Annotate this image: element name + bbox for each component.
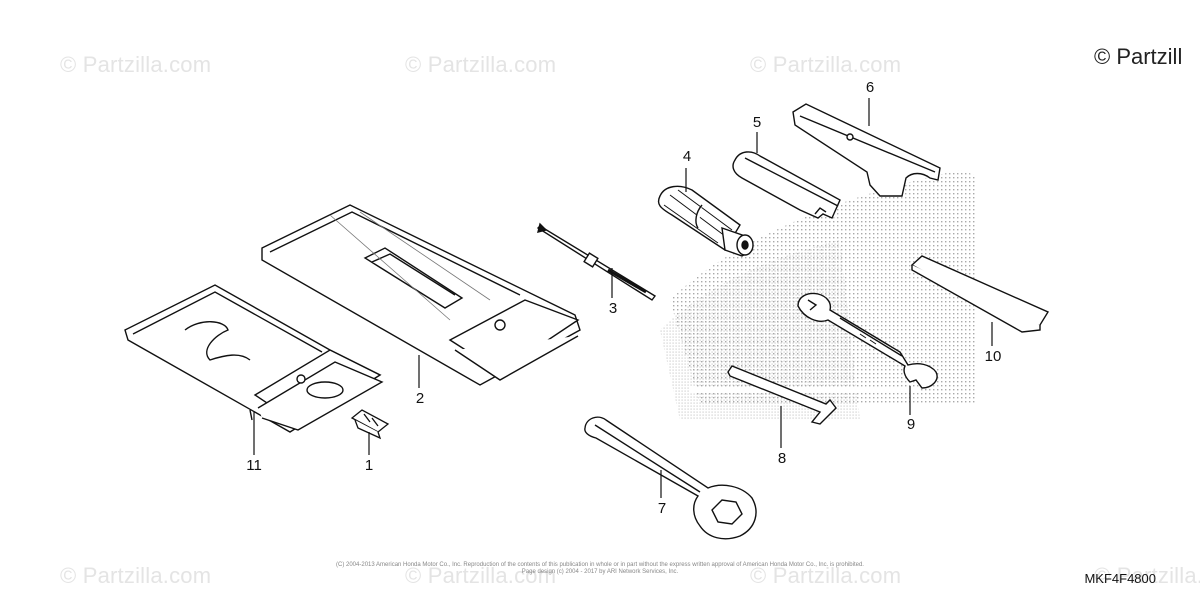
watermark: © Partzilla.com [60,52,212,77]
tool-pouch-icon[interactable] [124,284,384,433]
copyright-line: (C) 2004-2013 American Honda Motor Co., … [336,562,864,568]
tool-bag-icon[interactable] [261,204,581,386]
copyright-line: Page design (c) 2004 - 2017 by ARI Netwo… [521,569,679,575]
leader-lines [253,98,993,498]
callout-3[interactable]: 3 [608,300,618,317]
callout-7[interactable]: 7 [657,500,667,517]
screwdriver-bit-icon[interactable] [536,222,657,301]
diagram-code: MKF4F4800 [1084,571,1156,586]
watermark: © Partzilla.com [60,563,212,588]
spanner-wrench-icon[interactable] [792,103,941,197]
watermark: © Partzilla.com [750,563,902,588]
clip-icon[interactable] [350,409,390,440]
watermark: © Partzilla.com [405,563,557,588]
callout-4[interactable]: 4 [682,148,692,165]
callout-6[interactable]: 6 [865,79,875,96]
flat-bar-icon[interactable] [910,255,1050,333]
hex-key-icon[interactable] [727,365,837,425]
watermark: © Partzilla.com [405,52,557,77]
open-end-wrench-icon[interactable] [797,292,938,389]
watermark-corner: © Partzill [1094,44,1183,69]
callout-2[interactable]: 2 [415,390,425,407]
screwdriver-handle-icon[interactable] [657,185,754,257]
callout-8[interactable]: 8 [777,450,787,467]
background-halftone [660,170,975,420]
callout-10[interactable]: 10 [984,348,1002,365]
callout-1[interactable]: 1 [364,457,374,474]
watermark: © Partzilla.com [750,52,902,77]
copyright-notice: (C) 2004-2013 American Honda Motor Co., … [330,562,870,576]
watermark: © Partzilla.com [1094,563,1200,588]
callout-9[interactable]: 9 [906,416,916,433]
box-wrench-icon[interactable] [584,416,757,540]
callout-11[interactable]: 11 [246,457,262,474]
callout-5[interactable]: 5 [752,114,762,131]
feeler-tool-icon[interactable] [732,151,841,219]
